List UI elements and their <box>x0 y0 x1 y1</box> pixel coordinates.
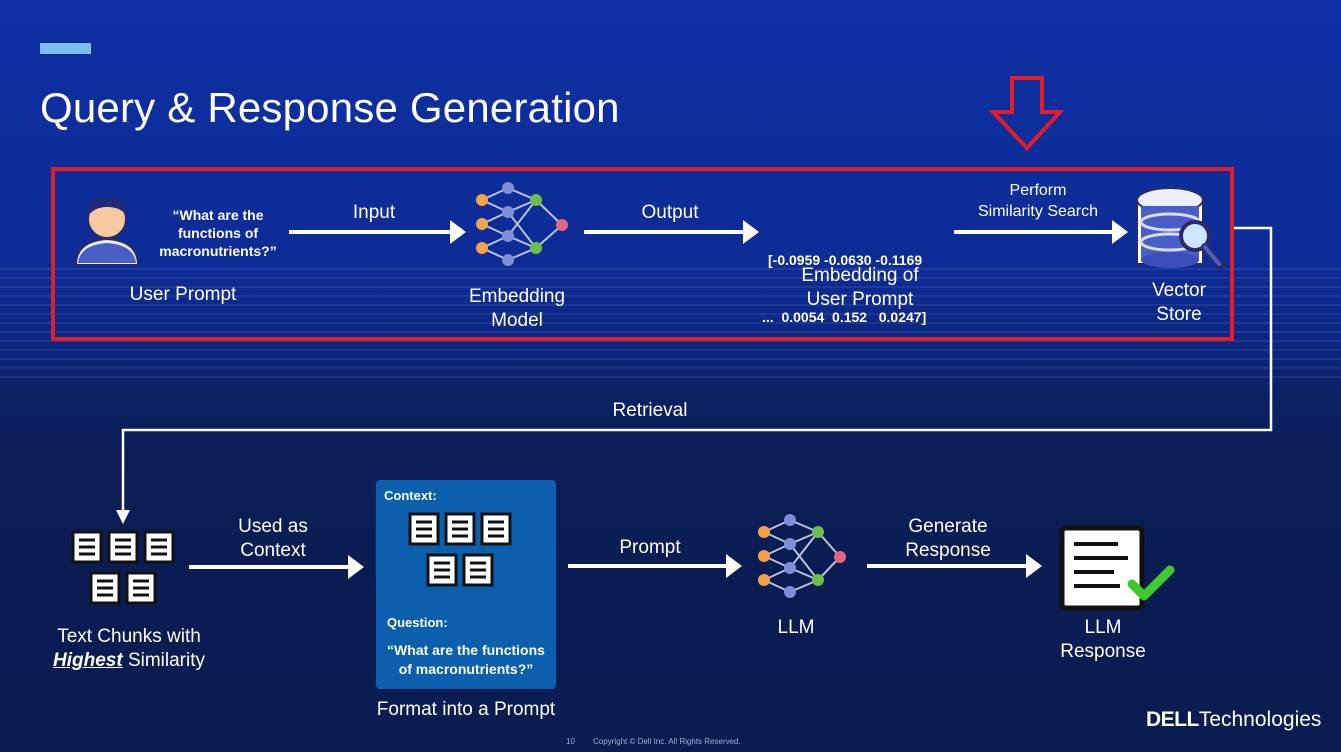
retrieval-connector <box>116 226 1273 524</box>
document-icon <box>408 512 512 587</box>
retrieval-label: Retrieval <box>612 400 688 421</box>
user-prompt-label: User Prompt <box>129 284 237 305</box>
llm-label: LLM <box>777 617 815 638</box>
input-arrow <box>289 220 466 244</box>
user-question-text: “What are the functions of macronutrient… <box>159 207 277 259</box>
down-arrow-icon <box>988 76 1065 151</box>
context-arrow <box>189 555 364 579</box>
input-label: Input <box>352 202 396 223</box>
query-embedding-highlight <box>51 167 1234 341</box>
user-icon <box>74 197 140 266</box>
generate-arrow <box>867 554 1042 578</box>
embedding-model-label: Embedding Model <box>468 286 566 331</box>
output-arrow <box>584 220 759 244</box>
slide-title: Query & Response Generation <box>40 84 620 131</box>
highest-emphasis: Highest <box>52 650 123 671</box>
generate-response-label: Generate Response <box>905 516 991 561</box>
checkmark-icon <box>1127 565 1175 601</box>
context-heading: Context: <box>384 488 437 503</box>
neural-network-icon <box>758 514 846 598</box>
llm-response-label: LLM Response <box>1060 617 1146 662</box>
response-document-icon <box>1059 525 1175 611</box>
question-heading: Question: <box>387 615 448 630</box>
text-chunks-label: Text Chunks with Highest Similarity <box>52 626 206 671</box>
page-number: 10 <box>566 737 575 746</box>
question-text: “What are the functions of macronutrient… <box>387 642 545 677</box>
embedding-label: Embedding of User Prompt <box>801 265 919 310</box>
copyright: Copyright © Dell Inc. All Rights Reserve… <box>593 737 741 746</box>
accent-bar <box>40 43 91 54</box>
prompt-label: Prompt <box>619 537 681 558</box>
output-label: Output <box>641 202 699 223</box>
wave-background <box>0 268 1341 378</box>
used-as-context-label: Used as Context <box>238 516 308 561</box>
document-icon <box>71 530 175 605</box>
format-prompt-label: Format into a Prompt <box>376 699 556 720</box>
database-search-icon <box>1136 187 1225 270</box>
vector-store-label: Vector Store <box>1152 280 1206 325</box>
similarity-arrow <box>954 220 1128 244</box>
similarity-search-label: Perform Similarity Search <box>977 182 1099 220</box>
embedding-vector: [-0.0959 -0.0630 -0.1169 ... 0.0054 0.15… <box>762 252 927 325</box>
neural-network-icon <box>476 182 568 266</box>
prompt-arrow <box>568 554 742 578</box>
brand-logo: DELLTechnologies <box>1146 708 1322 731</box>
text-chunks-group <box>71 530 176 606</box>
prompt-template-box: Context: Question: “What are the functio… <box>376 480 556 689</box>
